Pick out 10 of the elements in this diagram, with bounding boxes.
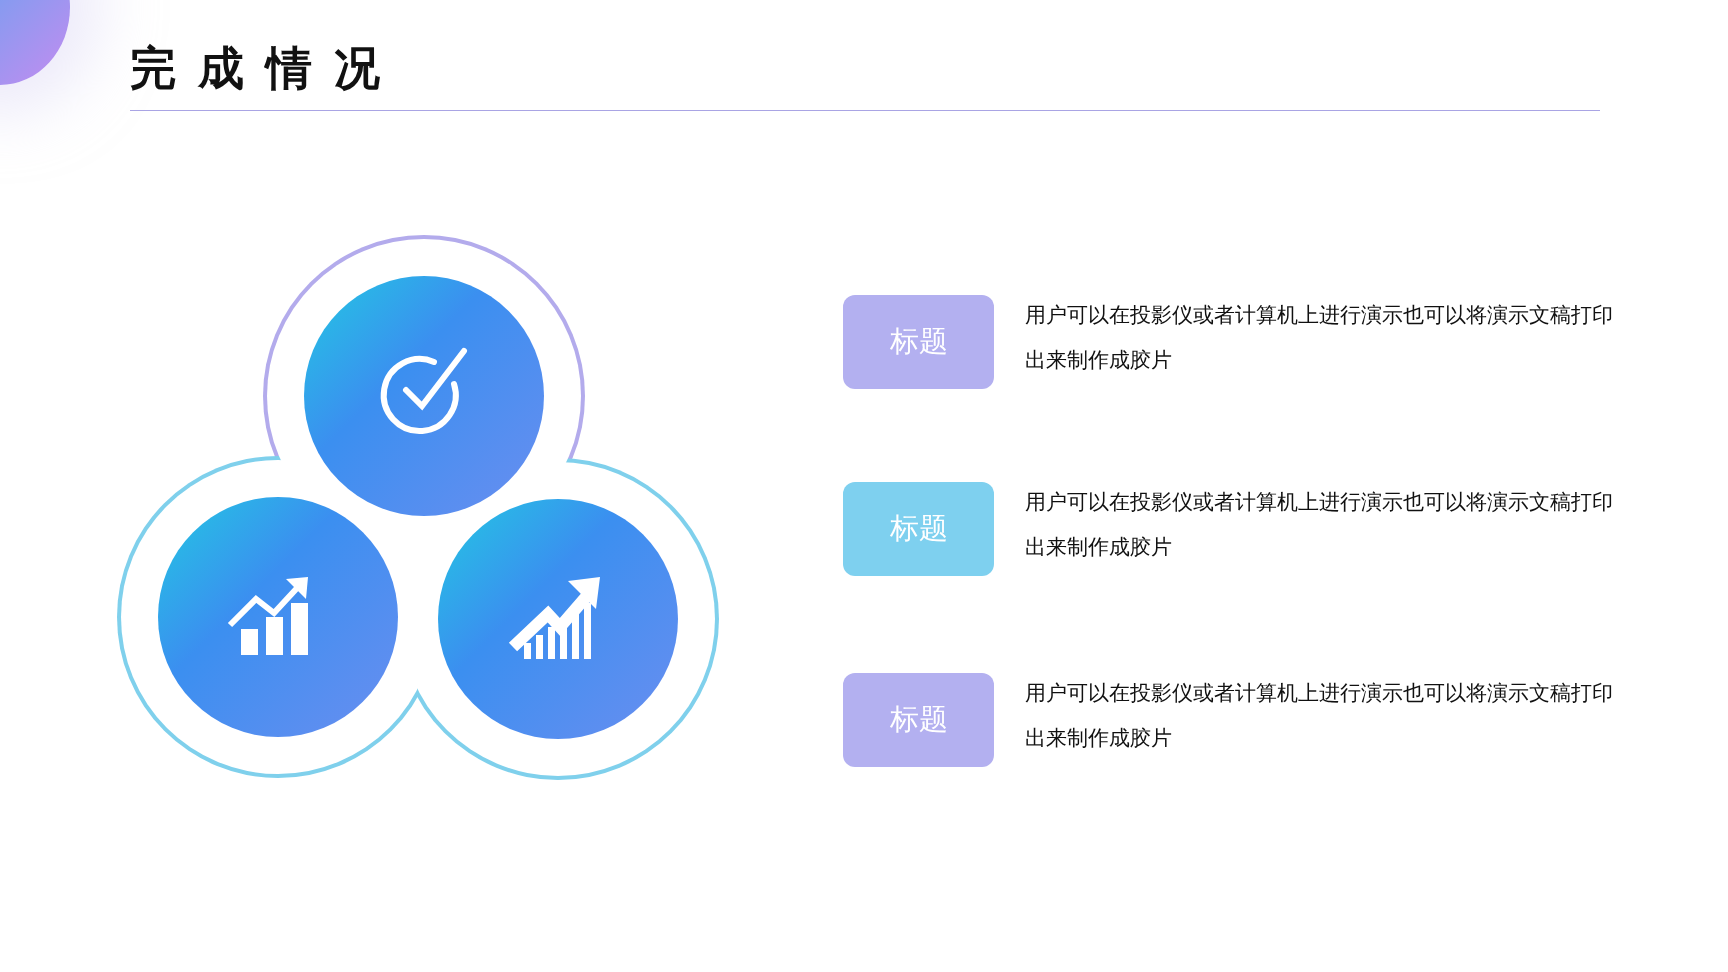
tag-label: 标题 [889, 323, 948, 360]
title: 完成情况 [130, 40, 402, 97]
tag-label: 标题 [889, 510, 948, 547]
tag-label: 标题 [889, 701, 948, 738]
description-text: 用户可以在投影仪或者计算机上进行演示也可以将演示文稿打印出来制作成胶片 [1025, 680, 1614, 752]
title-tag [843, 482, 994, 576]
description-text: 用户可以在投影仪或者计算机上进行演示也可以将演示文稿打印出来制作成胶片 [1025, 489, 1614, 561]
description-text: 用户可以在投影仪或者计算机上进行演示也可以将演示文稿打印出来制作成胶片 [1025, 302, 1614, 374]
title-tag [843, 673, 994, 767]
title-tag [843, 295, 994, 389]
